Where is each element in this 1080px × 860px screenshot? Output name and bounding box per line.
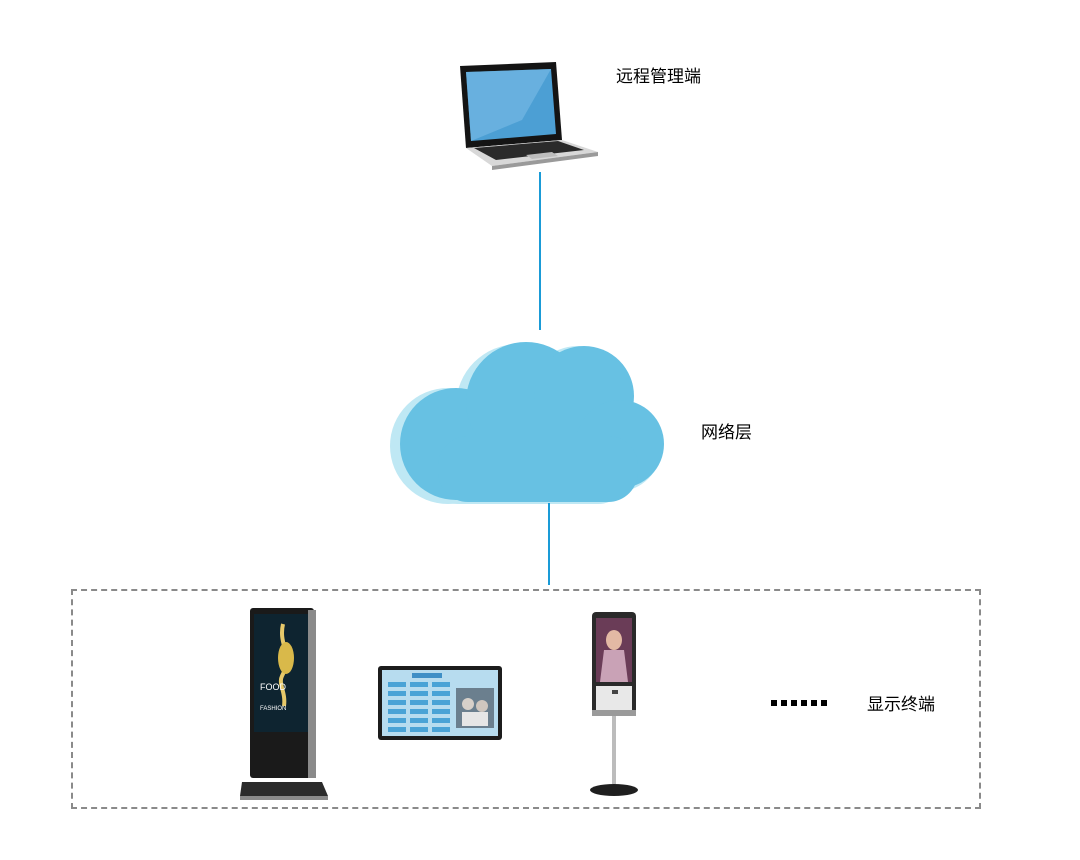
kiosk-screen-text-1: FOOD (260, 682, 286, 692)
remote-management-label: 远程管理端 (616, 67, 701, 87)
display-terminal-label: 显示终端 (867, 695, 935, 715)
pedestal-kiosk-image (586, 610, 656, 802)
network-layer-label: 网络层 (701, 423, 752, 443)
kiosk-screen-text-2: FASHION (260, 706, 286, 712)
connector-line-bottom (548, 503, 550, 585)
cloud-body (400, 342, 664, 502)
cloud-image (388, 336, 668, 508)
display-terminal-group (71, 589, 981, 809)
connector-line-top (539, 172, 541, 330)
wall-panel-image (376, 664, 504, 744)
standing-kiosk-image: FOOD FASHION (238, 606, 330, 802)
laptop-image (452, 60, 602, 170)
more-terminals-ellipsis (771, 698, 831, 710)
